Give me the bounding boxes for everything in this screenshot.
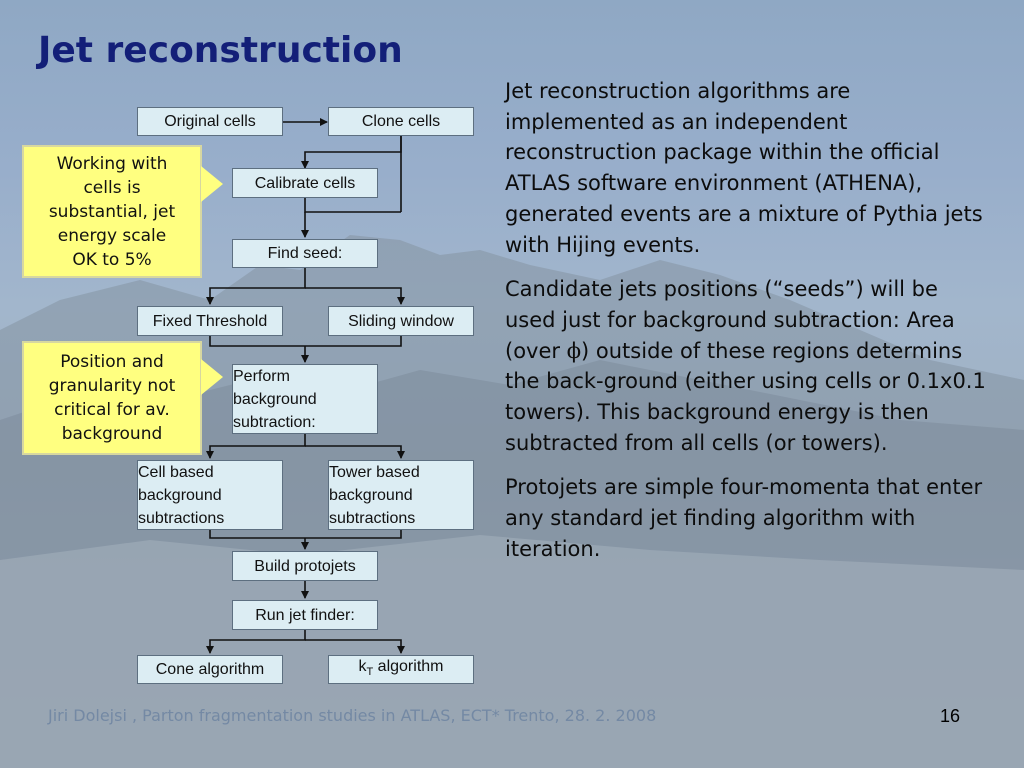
cell-based-line-2: background — [138, 487, 222, 504]
original-cells-box: Original cells — [137, 107, 283, 136]
callout-cells-line-4: energy scale — [57, 225, 167, 246]
callout-working-with-cells-pointer — [201, 166, 223, 202]
callout-position-granularity-pointer — [201, 359, 223, 395]
callout-position-line-2: granularity not — [48, 376, 176, 396]
cell-based-line-1: Cell based — [138, 464, 214, 481]
sliding-window-label: Sliding window — [348, 312, 454, 330]
calibrate-cells-box: Calibrate cells — [232, 168, 378, 198]
perform-bg-line-3: subtraction: — [233, 414, 316, 431]
kt-subscript: T — [366, 666, 374, 679]
callout-cells-line-1: Working with — [56, 153, 168, 174]
callout-cells-line-2: cells is — [83, 177, 141, 198]
callout-position-line-4: background — [61, 424, 163, 444]
perform-bg-line-1: Perform — [233, 368, 290, 385]
phi-symbol: ϕ — [566, 338, 582, 363]
build-protojets-box: Build protojets — [232, 551, 378, 581]
slide-title: Jet reconstruction — [38, 30, 403, 71]
run-jet-finder-label: Run jet finder: — [255, 606, 355, 624]
cone-algorithm-label: Cone algorithm — [155, 661, 265, 678]
callout-cells-line-3: substantial, jet — [48, 201, 176, 222]
paragraph-implementation: Jet reconstruction algorithms are implem… — [505, 79, 983, 257]
clone-cells-label: Clone cells — [361, 113, 441, 130]
callout-position-line-1: Position and — [60, 352, 164, 372]
kt-rest: algorithm — [373, 657, 444, 675]
tower-based-subtractions-box: Tower based background subtractions — [328, 460, 474, 530]
fixed-threshold-label: Fixed Threshold — [152, 312, 268, 330]
paragraph-seeds: Candidate jets positions (“seeds”) will … — [505, 274, 995, 458]
kt-k: k — [358, 657, 367, 675]
callout-position-line-3: critical for av. — [54, 400, 170, 420]
original-cells-label: Original cells — [164, 113, 256, 130]
cell-based-line-3: subtractions — [138, 510, 225, 527]
calibrate-cells-label: Calibrate cells — [254, 174, 356, 192]
run-jet-finder-box: Run jet finder: — [232, 600, 378, 630]
description-text: Jet reconstruction algorithms are implem… — [505, 76, 995, 579]
paragraph-seeds-part-1: Candidate jets positions (“seeds”) will … — [505, 277, 955, 363]
slide-footer: Jiri Dolejsi , Parton fragmentation stud… — [48, 706, 657, 725]
cell-based-subtractions-box: Cell based background subtractions — [137, 460, 283, 530]
find-seed-box: Find seed: — [232, 239, 378, 268]
callout-cells-line-5: OK to 5% — [72, 249, 152, 270]
perform-bg-line-2: background — [233, 391, 317, 408]
paragraph-seeds-part-2: ) outside of these regions determins the… — [505, 338, 986, 455]
tower-based-line-1: Tower based — [329, 464, 420, 481]
build-protojets-label: Build protojets — [254, 557, 356, 575]
kt-algorithm-box: kT algorithm — [328, 655, 474, 684]
paragraph-protojets: Protojets are simple four-momenta that e… — [505, 475, 983, 561]
tower-based-line-3: subtractions — [329, 510, 416, 527]
fixed-threshold-box: Fixed Threshold — [137, 306, 283, 336]
clone-cells-box: Clone cells — [328, 107, 474, 136]
sliding-window-box: Sliding window — [328, 306, 474, 336]
find-seed-label: Find seed: — [267, 245, 343, 262]
callout-position-granularity: Position and granularity not critical fo… — [22, 341, 202, 455]
tower-based-line-2: background — [329, 487, 413, 504]
callout-working-with-cells: Working with cells is substantial, jet e… — [22, 145, 202, 278]
page-number: 16 — [940, 706, 961, 726]
cone-algorithm-box: Cone algorithm — [137, 655, 283, 684]
kt-algorithm-label: kT algorithm — [359, 655, 444, 684]
perform-background-subtraction-box: Perform background subtraction: — [232, 364, 378, 434]
